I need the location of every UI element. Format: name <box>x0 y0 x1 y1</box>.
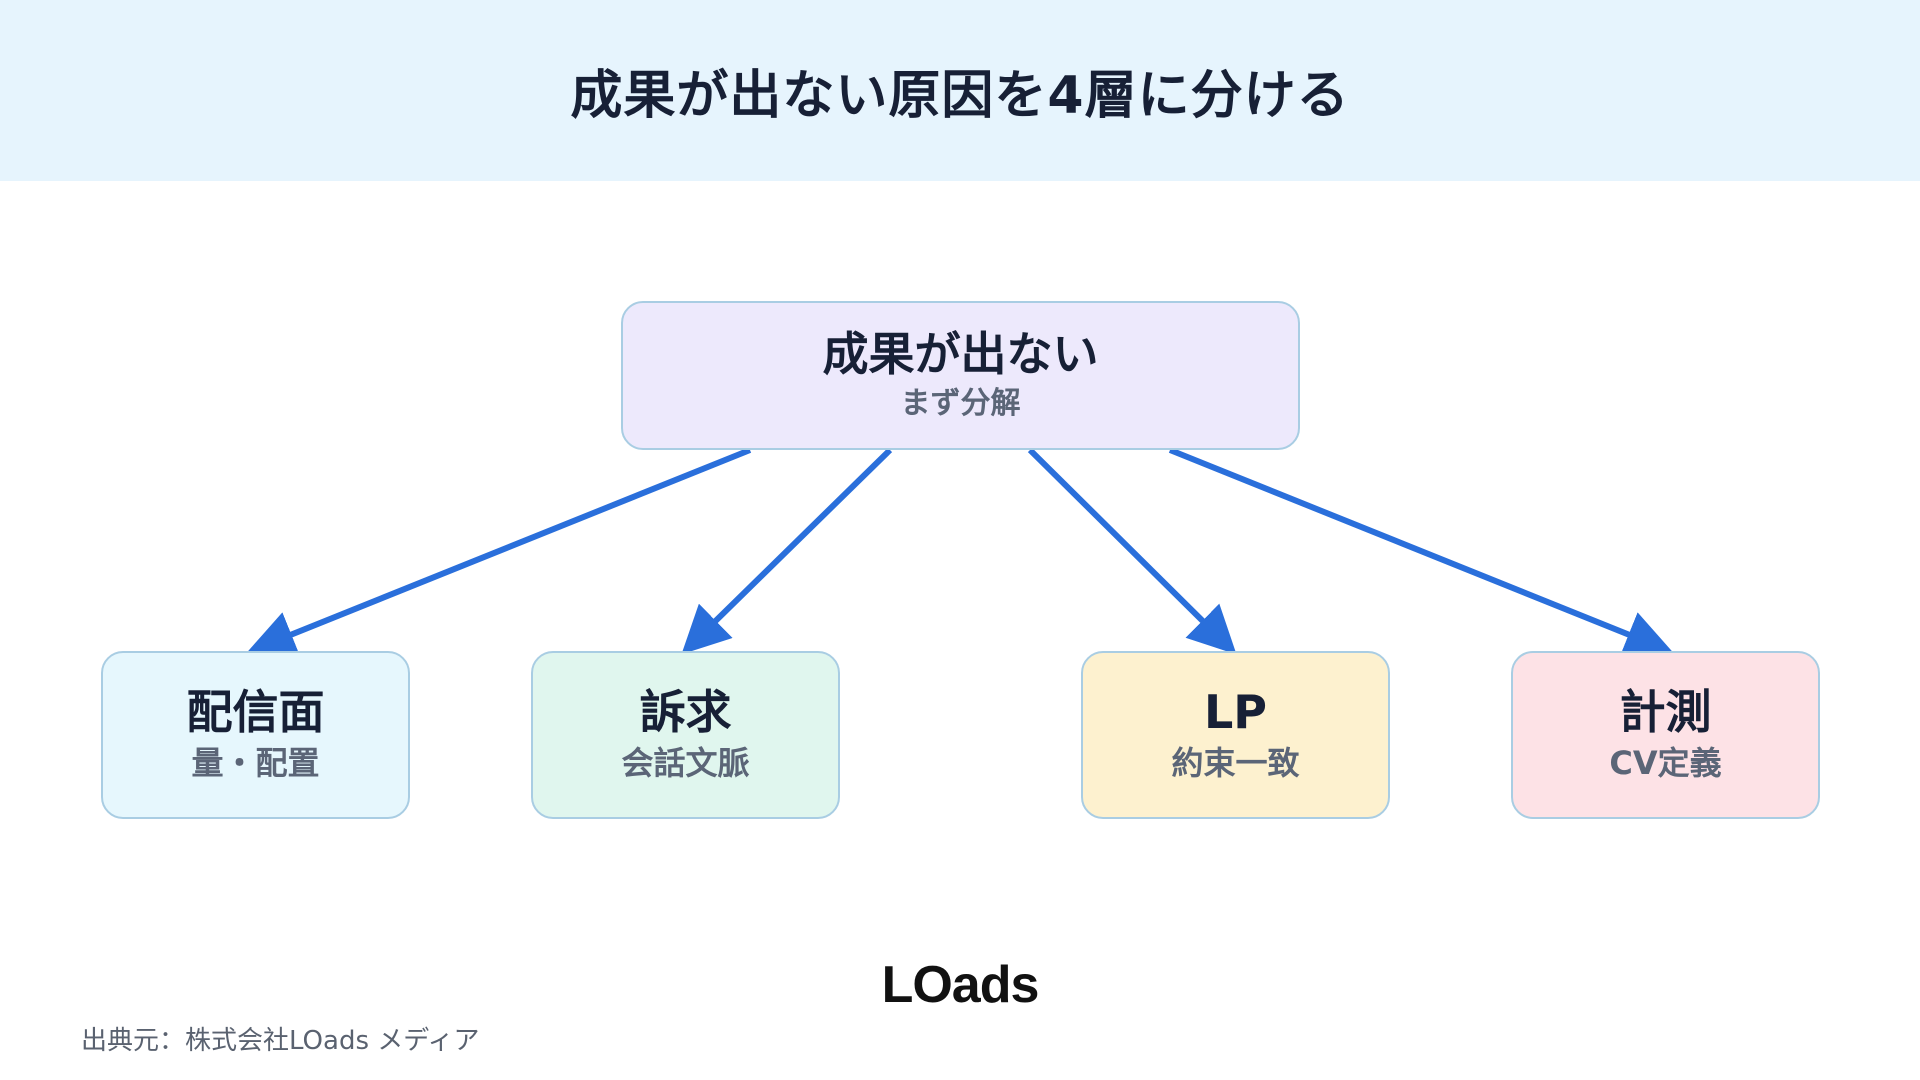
layer-node-subtitle: 約束一致 <box>1171 743 1300 782</box>
layer-node-delivery: 配信面 量・配置 <box>101 651 410 819</box>
arrow-to-layer-4 <box>1168 447 1674 657</box>
loads-logo: LOads <box>881 956 1040 1014</box>
arrow-to-layer-3 <box>1027 447 1237 655</box>
arrow-to-layer-1 <box>246 447 752 657</box>
layer-node-title: 計測 <box>1619 684 1712 739</box>
layer-node-subtitle: 量・配置 <box>191 743 320 782</box>
layer-node-appeal: 訴求 会話文脈 <box>531 651 840 819</box>
layer-node-title: LP <box>1203 684 1268 739</box>
root-node-title: 成果が出ない <box>822 326 1099 381</box>
layer-node-subtitle: CV定義 <box>1609 743 1722 782</box>
header-band: 成果が出ない原因を4層に分ける <box>0 0 1920 181</box>
layer-node-lp: LP 約束一致 <box>1081 651 1390 819</box>
layer-node-subtitle: 会話文脈 <box>621 743 750 782</box>
arrow-to-layer-2 <box>681 447 893 655</box>
page-title: 成果が出ない原因を4層に分ける <box>570 66 1350 126</box>
root-node: 成果が出ない まず分解 <box>621 301 1300 450</box>
layer-node-title: 配信面 <box>186 684 325 739</box>
root-node-subtitle: まず分解 <box>900 386 1021 422</box>
layer-node-measurement: 計測 CV定義 <box>1511 651 1820 819</box>
source-credit: 出典元：株式会社LOads メディア <box>81 1026 480 1056</box>
layer-node-title: 訴求 <box>639 684 732 739</box>
